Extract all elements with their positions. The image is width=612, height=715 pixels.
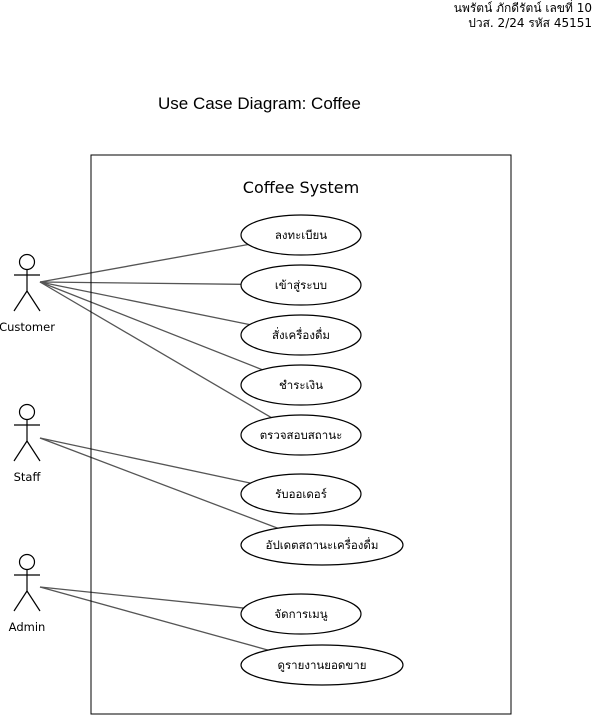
actor-right-leg <box>26 590 41 612</box>
use-case-label: ชำระเงิน <box>279 378 323 392</box>
association-customer-pay <box>39 281 263 371</box>
use-case-ellipse <box>240 593 362 635</box>
association-staff-update-drink-status <box>39 437 279 529</box>
use-case-label: จัดการเมนู <box>274 607 327 621</box>
actor-left-leg <box>13 290 28 312</box>
actor-label-customer: Customer <box>0 320 55 334</box>
actor-head <box>18 253 36 271</box>
use-case-ellipse <box>240 364 362 406</box>
association-staff-receive-order <box>39 437 251 484</box>
use-case-ellipse <box>240 314 362 356</box>
association-customer-login <box>39 281 242 285</box>
association-admin-manage-menu <box>39 586 244 609</box>
author-class-line: ปวส. 2/24 รหัส 45151 <box>468 16 592 30</box>
use-cases: ลงทะเบียนเข้าสู่ระบบสั่งเครื่องดื่มชำระเ… <box>240 214 404 686</box>
diagram-title: Use Case Diagram: Coffee <box>158 94 361 113</box>
actor-left-leg <box>13 440 28 462</box>
actor-right-leg <box>26 290 41 312</box>
actor-right-leg <box>26 440 41 462</box>
actor-head <box>18 403 36 421</box>
system-boundary <box>90 154 512 715</box>
association-lines <box>39 243 279 651</box>
use-case-ellipse <box>240 524 404 566</box>
use-case-label: สั่งเครื่องดื่ม <box>272 327 330 342</box>
use-case-update-drink-status: อัปเดตสถานะเครื่องดื่ม <box>240 524 404 566</box>
use-case-ellipse <box>240 414 362 456</box>
association-admin-view-sales-report <box>39 586 269 651</box>
use-case-label: ลงทะเบียน <box>275 228 327 242</box>
author-info: นพรัตน์ ภักดีรัตน์ เลขที่ 10 ปวส. 2/24 ร… <box>454 1 592 31</box>
use-case-register: ลงทะเบียน <box>240 214 362 256</box>
use-case-label: เข้าสู่ระบบ <box>275 278 327 292</box>
use-case-login: เข้าสู่ระบบ <box>240 264 362 306</box>
association-customer-order-drink <box>39 281 250 326</box>
use-case-ellipse <box>240 473 362 515</box>
actor-label-admin: Admin <box>9 620 46 634</box>
use-case-order-drink: สั่งเครื่องดื่ม <box>240 314 362 356</box>
actor-staff: Staff <box>13 403 42 484</box>
use-case-receive-order: รับออเดอร์ <box>240 473 362 515</box>
use-case-manage-menu: จัดการเมนู <box>240 593 362 635</box>
use-case-label: อัปเดตสถานะเครื่องดื่ม <box>266 537 379 552</box>
actor-head <box>18 553 36 571</box>
use-case-pay: ชำระเงิน <box>240 364 362 406</box>
actor-label-staff: Staff <box>14 470 42 484</box>
use-case-ellipse <box>240 644 404 686</box>
association-customer-check-status <box>39 281 272 419</box>
use-case-view-sales-report: ดูรายงานยอดขาย <box>240 644 404 686</box>
actor-admin: Admin <box>9 553 46 634</box>
association-customer-register <box>39 243 249 283</box>
use-case-ellipse <box>240 214 362 256</box>
author-name-line: นพรัตน์ ภักดีรัตน์ เลขที่ 10 <box>453 1 592 15</box>
actor-left-leg <box>13 590 28 612</box>
use-case-label: ตรวจสอบสถานะ <box>260 428 343 442</box>
system-label: Coffee System <box>243 178 359 197</box>
use-case-label: รับออเดอร์ <box>275 487 327 501</box>
use-case-ellipse <box>240 264 362 306</box>
use-case-check-status: ตรวจสอบสถานะ <box>240 414 362 456</box>
actor-customer: Customer <box>0 253 55 334</box>
use-case-label: ดูรายงานยอดขาย <box>278 658 367 672</box>
